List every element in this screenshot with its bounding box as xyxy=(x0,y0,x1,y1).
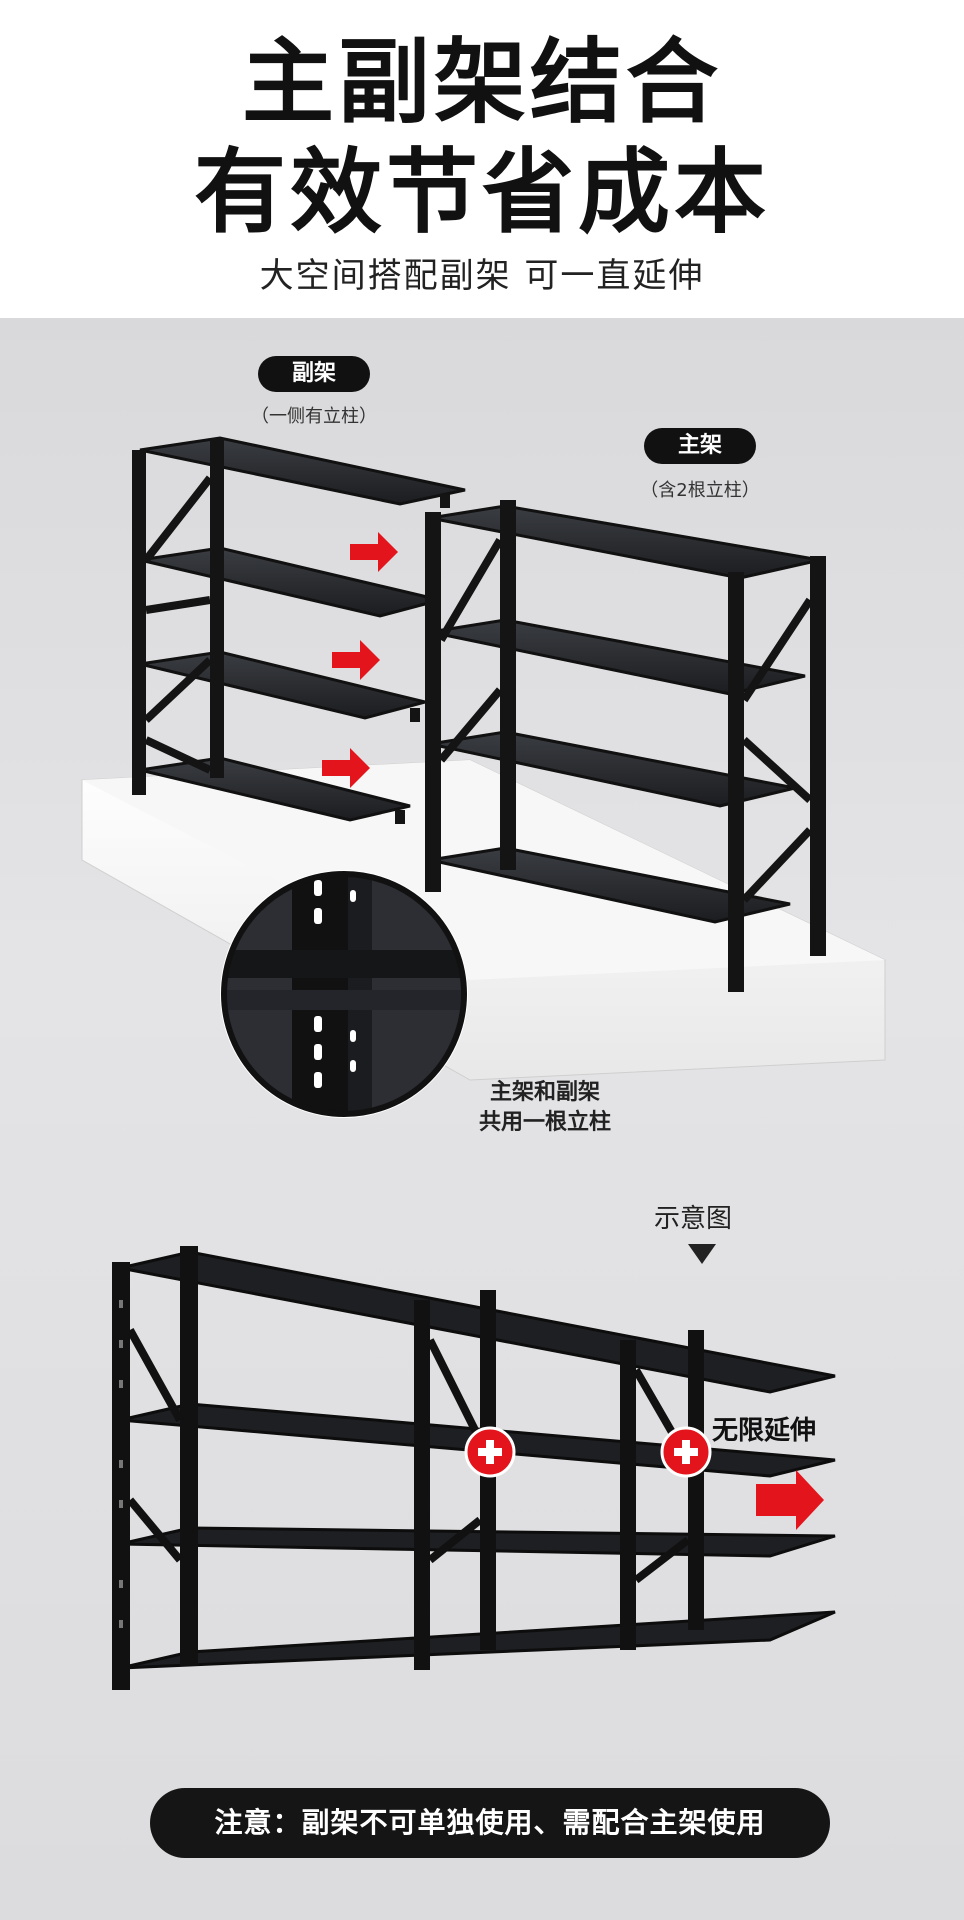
shared-post-zoom xyxy=(220,870,468,1118)
main-frame-label: 主架 xyxy=(644,428,756,464)
sub-frame-note: （一侧有立柱） xyxy=(251,406,377,427)
display-base xyxy=(81,759,886,1081)
sub-frame-label: 副架 xyxy=(258,356,370,392)
subtitle: 大空间搭配副架 可一直延伸 xyxy=(259,256,705,296)
title-line-1: 主副架结合 xyxy=(241,29,722,136)
usage-note-bar: 注意：副架不可单独使用、需配合主架使用 xyxy=(150,1788,830,1858)
arrow-right-icon xyxy=(322,748,370,788)
main-frame-shelf xyxy=(425,500,826,992)
title-line-2: 有效节省成本 xyxy=(193,139,770,246)
extend-arrow-icon xyxy=(756,1470,824,1530)
sub-frame-shelf xyxy=(132,436,466,824)
infinite-extension-label: 无限延伸 xyxy=(712,1416,817,1446)
main-frame-note: （含2根立柱） xyxy=(640,480,760,501)
shared-post-line-2: 共用一根立柱 xyxy=(478,1110,611,1135)
shared-post-caption: 主架和副架 共用一根立柱 xyxy=(450,1078,640,1138)
extended-shelf-diagram xyxy=(112,1246,836,1690)
attach-arrows xyxy=(322,532,398,788)
arrow-right-icon xyxy=(350,532,398,572)
triangle-down-icon xyxy=(688,1244,716,1264)
plus-icon xyxy=(660,1426,712,1478)
diagram-label: 示意图 xyxy=(654,1204,733,1234)
shared-post-line-1: 主架和副架 xyxy=(489,1080,600,1105)
plus-icon xyxy=(464,1426,516,1478)
header-section: 主副架结合 有效节省成本 大空间搭配副架 可一直延伸 xyxy=(0,0,964,318)
arrow-right-icon xyxy=(332,640,380,680)
